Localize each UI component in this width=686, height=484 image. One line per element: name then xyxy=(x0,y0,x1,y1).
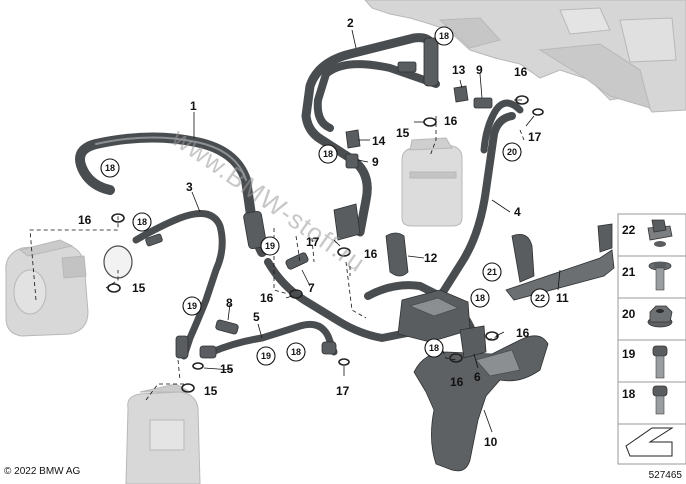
orientation-arrow-icon xyxy=(625,427,674,457)
callout-11: 11 xyxy=(556,291,569,305)
callout-5: 5 xyxy=(253,310,260,324)
svg-text:18: 18 xyxy=(323,149,333,159)
ghost-lower-unit xyxy=(125,383,201,484)
callout-6: 6 xyxy=(474,370,481,384)
svg-text:19: 19 xyxy=(261,351,271,361)
ghost-dryer xyxy=(401,137,463,227)
callout-15-d: 15 xyxy=(204,384,218,398)
callout-16-a: 16 xyxy=(78,213,92,227)
svg-text:21: 21 xyxy=(487,267,497,277)
part-8 xyxy=(215,319,239,335)
callout-labels: 1 2 3 4 5 6 7 8 9 9 10 11 12 13 14 15 15… xyxy=(78,16,569,449)
badge-18-g: 18 xyxy=(424,338,444,358)
callout-15-c: 15 xyxy=(220,362,234,376)
callout-17-a: 17 xyxy=(528,130,542,144)
callout-15-a: 15 xyxy=(132,281,146,295)
reference-badges: 18 18 18 18 18 18 18 19 19 19 20 21 22 xyxy=(100,26,550,366)
callout-10: 10 xyxy=(484,435,498,449)
block-6 xyxy=(459,325,487,359)
svg-text:22: 22 xyxy=(535,293,545,303)
diagram-number: 527465 xyxy=(649,470,683,481)
legend-item-20: 20 xyxy=(622,305,673,328)
ghost-components xyxy=(5,0,686,484)
bracket-12 xyxy=(385,232,409,277)
svg-text:21: 21 xyxy=(622,265,636,279)
badge-18-d: 18 xyxy=(132,212,152,232)
callout-12: 12 xyxy=(424,251,438,265)
socket-screw-long-icon xyxy=(652,345,668,379)
svg-text:19: 19 xyxy=(187,301,197,311)
callout-17-b: 17 xyxy=(306,235,320,249)
callout-3: 3 xyxy=(186,180,193,194)
dashed-lines xyxy=(29,116,525,401)
svg-text:18: 18 xyxy=(105,163,115,173)
badge-18-b: 18 xyxy=(434,26,454,46)
callout-14: 14 xyxy=(372,134,386,148)
hose-5 xyxy=(208,320,338,356)
legend-item-18: 18 xyxy=(622,385,668,415)
callout-16-c: 16 xyxy=(364,247,378,261)
callout-13: 13 xyxy=(452,63,466,77)
hose-1 xyxy=(75,132,267,257)
badge-20: 20 xyxy=(502,142,522,162)
svg-text:18: 18 xyxy=(439,31,449,41)
ghost-compressor xyxy=(5,239,89,337)
callout-9-mid: 9 xyxy=(372,155,379,169)
copyright-text: © 2022 BMW AG xyxy=(4,466,81,477)
svg-text:20: 20 xyxy=(622,307,636,321)
callout-7: 7 xyxy=(308,281,315,295)
callout-16-d: 16 xyxy=(444,114,458,128)
hose-2 xyxy=(301,33,437,237)
fastener-legend: 22 21 20 19 xyxy=(617,213,686,465)
callout-16-e: 16 xyxy=(514,65,528,79)
badge-21: 21 xyxy=(482,262,502,282)
hose-center xyxy=(264,258,416,342)
hose-3 xyxy=(132,210,226,360)
svg-text:18: 18 xyxy=(291,347,301,357)
badge-18-a: 18 xyxy=(100,158,120,178)
legend-item-22: 22 xyxy=(622,219,673,247)
callout-16-f: 16 xyxy=(450,375,464,389)
part-14 xyxy=(345,129,361,149)
part-9a xyxy=(473,97,493,109)
socket-screw-short-icon xyxy=(652,385,668,415)
svg-text:20: 20 xyxy=(507,147,517,157)
bracket-11 xyxy=(505,249,615,301)
svg-text:18: 18 xyxy=(137,217,147,227)
callout-16-g: 16 xyxy=(516,326,530,340)
parts xyxy=(103,85,615,472)
callout-8: 8 xyxy=(226,296,233,310)
callout-1: 1 xyxy=(190,99,197,113)
legend-item-21: 21 xyxy=(622,261,672,291)
callout-17-c: 17 xyxy=(336,384,350,398)
svg-text:19: 19 xyxy=(265,241,275,251)
hex-nut-icon xyxy=(647,305,673,328)
svg-text:18: 18 xyxy=(429,343,439,353)
svg-text:18: 18 xyxy=(475,293,485,303)
svg-text:18: 18 xyxy=(622,387,636,401)
hose-2b xyxy=(313,60,440,132)
badge-19-b: 19 xyxy=(182,296,202,316)
callout-15-b: 15 xyxy=(396,126,410,140)
badge-18-f: 18 xyxy=(470,288,490,308)
callout-2: 2 xyxy=(347,16,354,30)
clip-nut-icon xyxy=(647,219,673,247)
part-9b xyxy=(345,153,359,169)
legend-item-19: 19 xyxy=(622,345,668,379)
badge-22: 22 xyxy=(530,288,550,308)
leader-lines xyxy=(191,29,561,433)
callout-9-top: 9 xyxy=(476,63,483,77)
badge-19-c: 19 xyxy=(256,346,276,366)
part-13 xyxy=(453,85,469,103)
svg-text:19: 19 xyxy=(622,347,636,361)
flange-screw-icon xyxy=(648,261,672,291)
part-7 xyxy=(285,252,309,270)
badge-18-c: 18 xyxy=(318,144,338,164)
svg-text:22: 22 xyxy=(622,223,636,237)
callout-4: 4 xyxy=(514,205,521,219)
callout-16-b: 16 xyxy=(260,291,274,305)
badge-19-a: 19 xyxy=(260,236,280,256)
badge-18-e: 18 xyxy=(286,342,306,362)
